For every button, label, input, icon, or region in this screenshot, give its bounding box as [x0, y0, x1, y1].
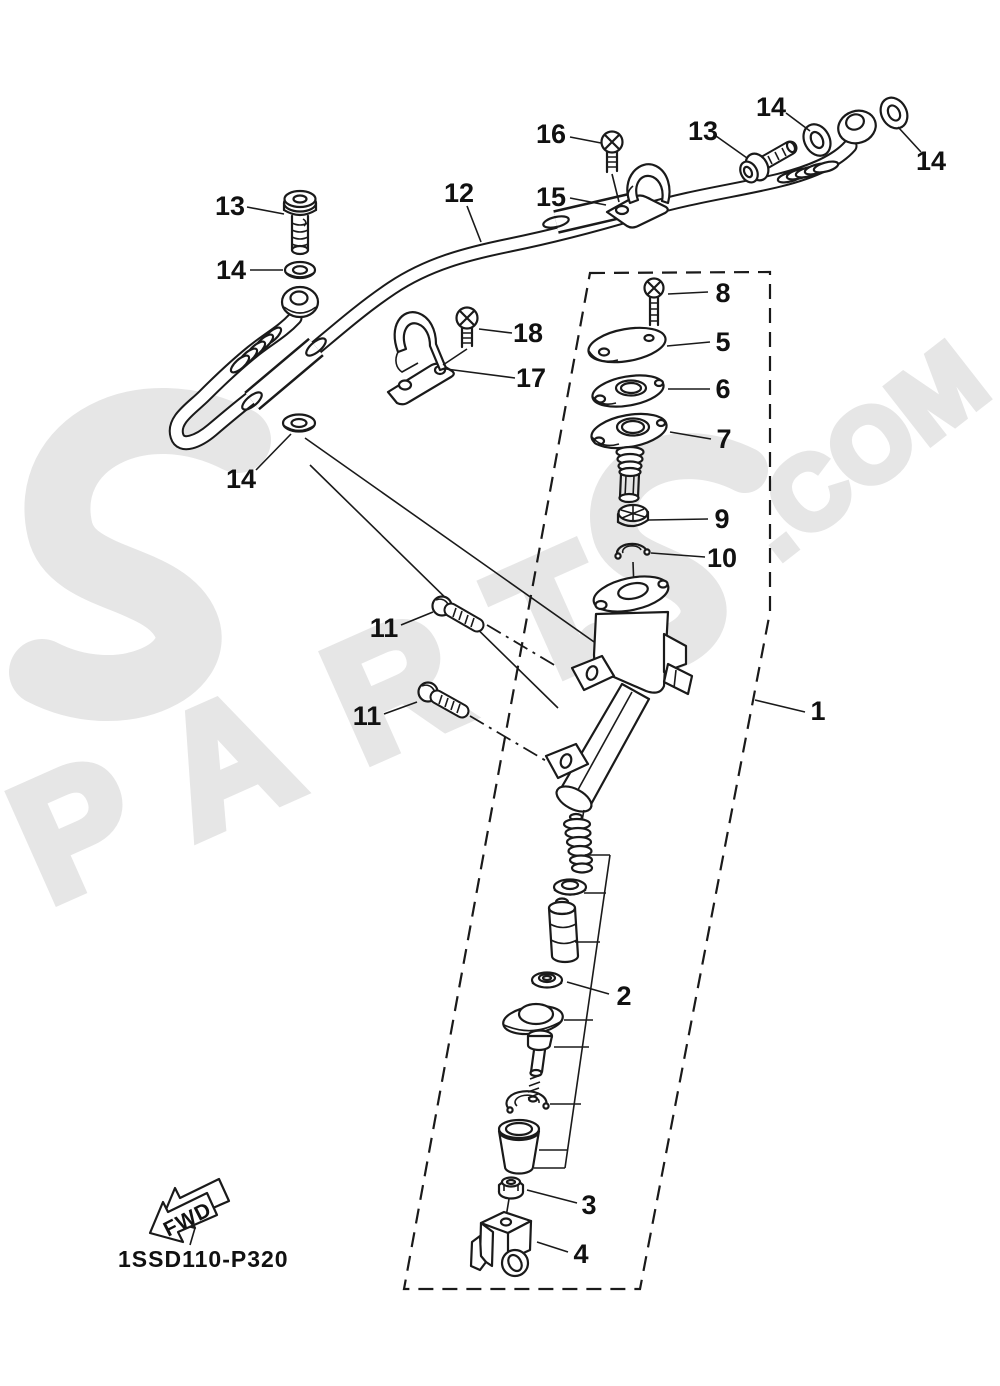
callout-13-right: 13 — [688, 116, 718, 146]
callout-1: 1 — [810, 696, 825, 726]
washer-right-inner — [802, 123, 832, 157]
hose-banjo-eye-right — [837, 109, 877, 145]
watermark: PART .COM — [0, 317, 1000, 944]
diagram-code: 1SSD110-P320 — [118, 1246, 289, 1272]
callout-10: 10 — [707, 543, 737, 573]
callout-6: 6 — [715, 374, 730, 404]
rod-circlip — [505, 1090, 550, 1114]
callout-15: 15 — [536, 182, 566, 212]
push-rod — [526, 1029, 554, 1103]
callout-9: 9 — [714, 504, 729, 534]
hose-banjo-eye-left — [280, 285, 320, 319]
watermark-s-ribbon-large — [9, 388, 271, 721]
circlip-10 — [614, 542, 651, 590]
dust-boot — [497, 1118, 541, 1175]
spring-seat-9 — [616, 503, 650, 528]
callout-5: 5 — [715, 327, 730, 357]
callout-13-left: 13 — [215, 191, 245, 221]
diaphragm-plate-6 — [591, 374, 665, 408]
union-joint-7 — [590, 412, 668, 504]
mount-screw-lower — [417, 681, 470, 719]
callout-4: 4 — [573, 1239, 588, 1269]
callout-7: 7 — [716, 424, 731, 454]
callout-18: 18 — [513, 318, 543, 348]
return-spring — [562, 812, 594, 874]
parts-box-outline — [402, 270, 772, 1291]
washer-left-upper — [283, 260, 317, 280]
hose-coil-guard-left — [229, 326, 283, 374]
piston-kit — [497, 809, 611, 1175]
callout-14-left-lower: 14 — [226, 464, 256, 494]
washer-right-outer — [879, 96, 909, 130]
callout-17: 17 — [516, 363, 546, 393]
fwd-arrow: FWD — [148, 1177, 231, 1246]
brake-hose — [176, 109, 877, 443]
callout-14-right-outer: 14 — [916, 146, 946, 176]
mount-screw-upper — [431, 595, 485, 633]
callout-14-left-upper: 14 — [216, 255, 246, 285]
watermark-word-com: .COM — [721, 321, 1000, 580]
hose-clamp-lower — [386, 311, 455, 406]
spring-cup-washer — [552, 878, 588, 896]
callout-12: 12 — [444, 178, 474, 208]
pushrod-washer — [502, 1002, 564, 1036]
screw-axis-lower — [469, 715, 549, 763]
callout-11-upper: 11 — [370, 613, 399, 643]
clamp-screw-top — [600, 130, 624, 203]
leader-lines — [246, 112, 922, 1253]
banjo-bolt-right — [739, 140, 798, 184]
washer-left-lower — [281, 413, 317, 433]
piston — [547, 897, 580, 964]
clamp-screw-lower — [442, 306, 479, 366]
clevis-joint — [469, 1210, 533, 1278]
callout-14-right-inner: 14 — [756, 92, 786, 122]
callout-8: 8 — [715, 278, 730, 308]
screw-axis-upper — [486, 624, 557, 667]
callout-16: 16 — [536, 119, 566, 149]
banjo-bolt-left — [282, 189, 318, 256]
hose-coil-guard-right — [776, 160, 840, 184]
reservoir-cap-5 — [587, 326, 667, 364]
hose-fill — [176, 146, 850, 443]
hose-clamp-top — [605, 163, 671, 229]
callout-3: 3 — [581, 1190, 596, 1220]
callout-11-lower: 11 — [353, 701, 382, 731]
piston-seal-cup — [530, 971, 564, 989]
callout-2: 2 — [616, 981, 631, 1011]
callout-labels: 13 14 14 12 16 15 13 14 14 18 17 8 5 6 7… — [215, 92, 946, 1269]
kit-bracket — [534, 854, 611, 1169]
master-cylinder-body — [544, 575, 694, 813]
lock-nut — [497, 1176, 525, 1218]
